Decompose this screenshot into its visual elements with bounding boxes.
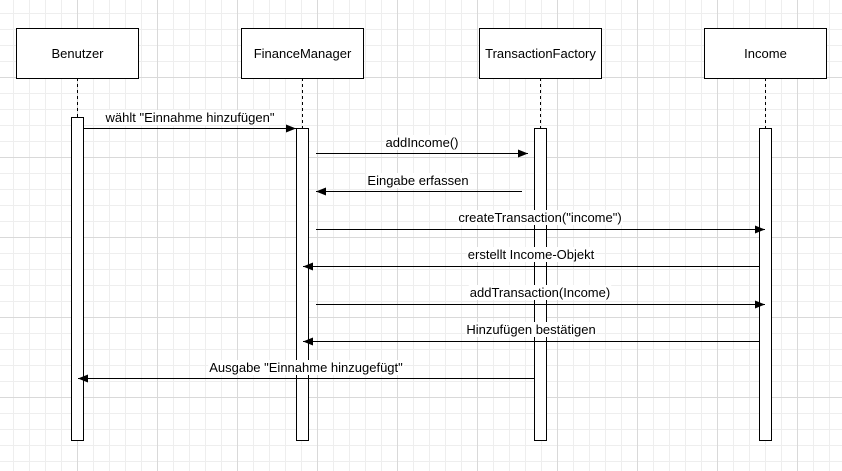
activation-bars [71,117,772,441]
participant-label: TransactionFactory [485,46,596,61]
message-label: wählt "Einnahme hinzufügen" [105,110,275,125]
message-7[interactable]: Hinzufügen bestätigen [303,322,759,346]
message-5[interactable]: erstellt Income-Objekt [303,247,759,271]
activation-financemanager[interactable] [296,128,309,441]
message-label-background [366,173,470,188]
message-2[interactable]: addIncome() [316,135,528,158]
message-label-background [208,360,405,375]
participant-transactionfactory[interactable]: TransactionFactory [479,28,602,79]
message-label: addIncome() [386,135,459,150]
message-6[interactable]: addTransaction(Income) [316,285,765,309]
message-label: Hinzufügen bestätigen [466,322,595,337]
message-label-background [103,110,276,125]
participant-label: FinanceManager [254,46,352,61]
message-label: Eingabe erfassen [367,173,468,188]
activation-income[interactable] [759,128,772,441]
message-label: erstellt Income-Objekt [468,247,595,262]
message-label-background [465,322,597,337]
message-3[interactable]: Eingabe erfassen [316,173,522,196]
lifelines [77,78,766,128]
message-label-background [466,247,596,262]
message-4[interactable]: createTransaction("income") [316,210,765,234]
participant-financemanager[interactable]: FinanceManager [241,28,364,79]
message-label-background [468,285,612,300]
participant-benutzer[interactable]: Benutzer [16,28,139,79]
activation-benutzer[interactable] [71,117,84,441]
message-label: addTransaction(Income) [470,285,610,300]
message-label-background [457,210,623,225]
message-label: Ausgabe "Einnahme hinzugefügt" [209,360,403,375]
participant-label: Income [744,46,787,61]
message-label-background [384,135,460,150]
participant-label: Benutzer [51,46,104,61]
message-1[interactable]: wählt "Einnahme hinzufügen" [84,110,296,133]
message-8[interactable]: Ausgabe "Einnahme hinzugefügt" [78,360,534,383]
activation-transactionfactory[interactable] [534,128,547,441]
participant-income[interactable]: Income [704,28,827,79]
message-label: createTransaction("income") [458,210,621,225]
